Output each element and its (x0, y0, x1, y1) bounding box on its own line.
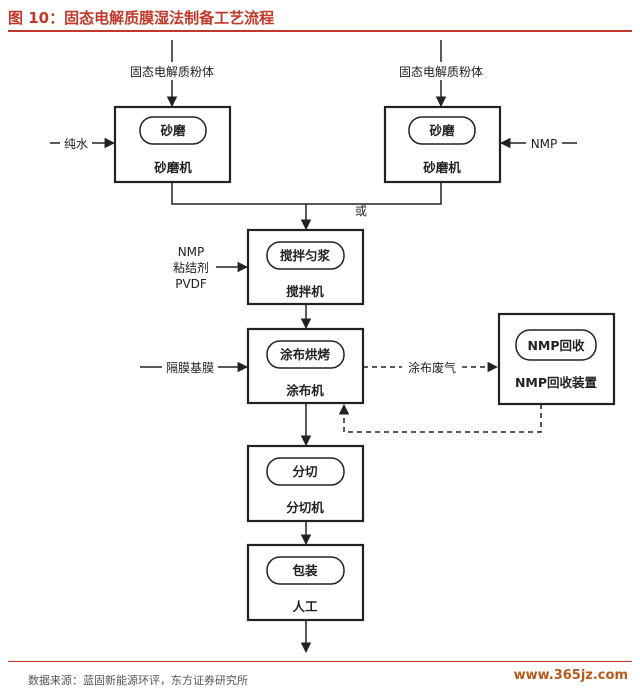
or-label: 或 (355, 204, 367, 218)
right-mill-machine: 砂磨机 (422, 160, 461, 175)
recovery-return-arrow (338, 403, 542, 433)
left-mill-machine: 砂磨机 (153, 160, 192, 175)
right-mill-pill (408, 116, 476, 145)
waste-gas-label-bg (402, 359, 462, 375)
left-mill-connector (171, 182, 442, 205)
left-powder-label-bg (118, 62, 226, 80)
mixer-pill (266, 241, 345, 270)
right-mill-process: 砂磨 (428, 123, 455, 138)
mixer-inputs-bg (166, 243, 216, 295)
packing-machine: 人工 (292, 599, 318, 614)
base-film-label-bg (162, 359, 218, 375)
source-note: 数据来源：蓝固新能源环评，东方证券研究所 (28, 674, 248, 687)
slitter-machine: 分切机 (286, 500, 324, 515)
header-divider (8, 30, 632, 32)
left-mill-pill (139, 116, 207, 145)
coater-process: 涂布烘烤 (280, 347, 331, 362)
binder-label: 粘结剂 (173, 260, 209, 275)
recovery-pill (515, 329, 597, 361)
left-powder-label: 固态电解质粉体 (130, 65, 214, 79)
mixer-machine: 搅拌机 (286, 284, 324, 299)
watermark: www.365jz.com (513, 668, 628, 683)
recovery-process: NMP回收 (527, 338, 585, 353)
packing-pill (266, 556, 345, 585)
pvdf-label: PVDF (175, 277, 207, 291)
nmp-label: NMP (531, 137, 558, 151)
right-powder-label: 固态电解质粉体 (399, 65, 483, 79)
slitter-process: 分切 (292, 464, 317, 479)
mixer-nmp-label: NMP (178, 245, 205, 259)
base-film-label: 隔膜基膜 (166, 361, 214, 375)
footer-divider (8, 661, 632, 662)
right-powder-label-bg (387, 62, 495, 80)
water-label: 纯水 (64, 137, 88, 151)
recovery-machine: NMP回收装置 (515, 375, 598, 390)
water-label-bg (60, 135, 92, 151)
coater-pill (266, 340, 345, 369)
slitter-pill (266, 457, 345, 486)
mixer-process: 搅拌匀浆 (280, 248, 331, 263)
process-flow-diagram: 固态电解质粉体 固态电解质粉体 砂磨 砂磨机 砂磨 砂磨机 纯水 NMP 或 搅… (50, 40, 616, 654)
packing-process: 包装 (291, 563, 318, 578)
nmp-label-bg (526, 135, 562, 151)
figure-title: 图 10：固态电解质膜湿法制备工艺流程 (8, 9, 275, 27)
coater-machine: 涂布机 (286, 383, 324, 398)
left-mill-process: 砂磨 (159, 123, 186, 138)
waste-gas-label: 涂布废气 (408, 360, 456, 375)
